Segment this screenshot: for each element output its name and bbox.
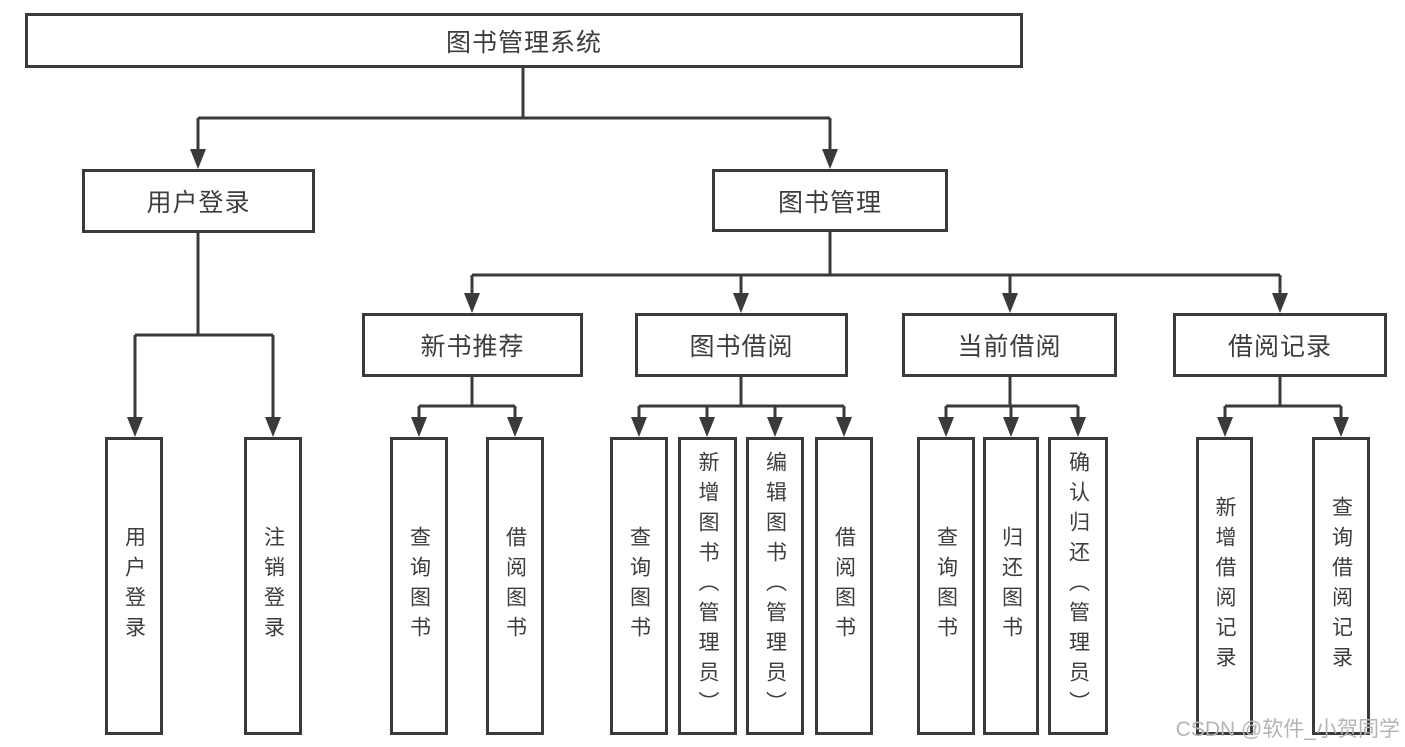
node-label: 确认归还（管理员） — [1066, 451, 1090, 721]
node-label: 归还图书 — [999, 526, 1023, 646]
node-leaf-record-add: 新增借阅记录 — [1196, 437, 1253, 735]
node-label: 新增借阅记录 — [1213, 496, 1236, 676]
node-label: 借阅图书 — [503, 526, 527, 646]
node-label: 图书借阅 — [689, 333, 794, 361]
node-label: 注销登录 — [261, 526, 285, 646]
node-label: 查询图书 — [407, 526, 431, 646]
node-leaf-current-confirm-return-admin: 确认归还（管理员） — [1048, 437, 1108, 735]
node-leaf-logout: 注销登录 — [244, 437, 302, 735]
node-leaf-borrow-edit-book-admin: 编辑图书（管理员） — [746, 437, 804, 735]
node-leaf-recommend-query-book: 查询图书 — [390, 437, 448, 735]
node-label: 新书推荐 — [420, 333, 525, 361]
node-leaf-user-login: 用户登录 — [105, 437, 163, 735]
node-leaf-current-query-book: 查询图书 — [917, 437, 975, 735]
node-label: 查询图书 — [627, 526, 651, 646]
node-book-management: 图书管理 — [712, 169, 948, 232]
node-label: 借阅图书 — [832, 526, 856, 646]
node-leaf-current-return-book: 归还图书 — [983, 437, 1039, 735]
node-root: 图书管理系统 — [25, 13, 1023, 68]
node-label: 当前借阅 — [957, 333, 1062, 361]
node-current-borrow: 当前借阅 — [902, 313, 1117, 377]
node-label: 编辑图书（管理员） — [763, 451, 787, 721]
node-leaf-record-query: 查询借阅记录 — [1312, 437, 1370, 735]
node-label: 借阅记录 — [1227, 333, 1332, 361]
node-label: 用户登录 — [146, 189, 251, 217]
csdn-watermark: CSDN @软件_小贺同学 — [1175, 718, 1400, 741]
node-user-login: 用户登录 — [82, 169, 315, 233]
node-label: 用户登录 — [122, 526, 146, 646]
node-new-book-recommend: 新书推荐 — [362, 313, 583, 377]
node-leaf-borrow-query-book: 查询图书 — [610, 437, 668, 735]
node-borrow-record: 借阅记录 — [1173, 313, 1387, 377]
node-label: 图书管理系统 — [445, 28, 602, 57]
node-leaf-borrow-add-book-admin: 新增图书（管理员） — [678, 437, 737, 735]
node-leaf-recommend-borrow-book: 借阅图书 — [486, 437, 544, 735]
node-label: 查询借阅记录 — [1329, 496, 1353, 676]
node-label: 新增图书（管理员） — [696, 451, 719, 721]
node-book-borrow: 图书借阅 — [635, 313, 848, 377]
node-leaf-borrow-borrow-book: 借阅图书 — [815, 437, 873, 735]
node-label: 图书管理 — [777, 188, 882, 217]
node-label: 查询图书 — [934, 526, 958, 646]
